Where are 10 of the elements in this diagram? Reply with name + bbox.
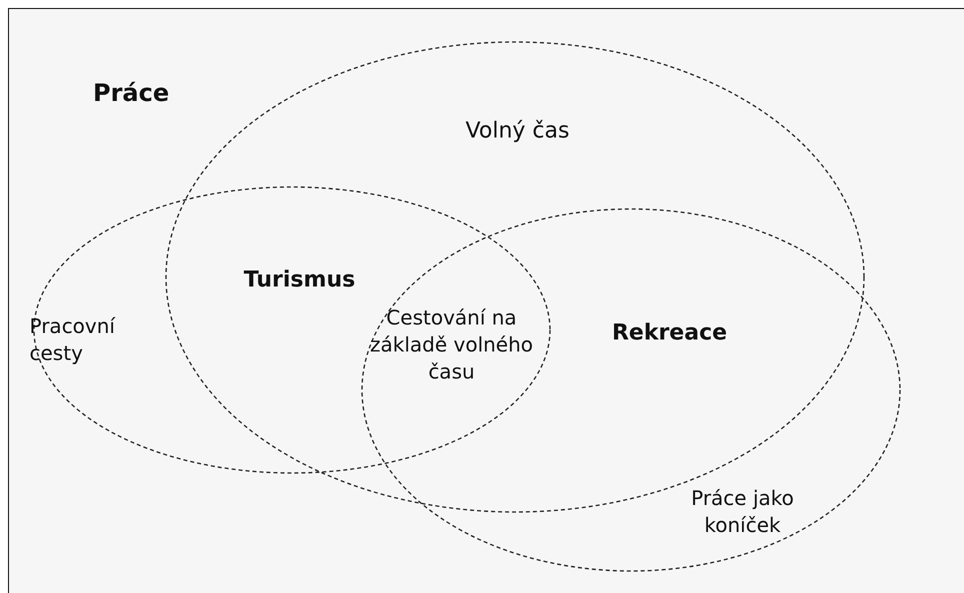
frame-title: Práce [93,79,170,107]
set-label: Volný čas [466,118,570,143]
region-label: Cestování na základě volného času [368,304,534,385]
set-ellipse [360,206,902,572]
frame-box [8,8,964,593]
region-label: Práce jako koníček [690,484,795,538]
set-label: Rekreace [612,320,728,345]
set-ellipse [32,184,552,474]
set-label: Turismus [244,267,356,292]
region-label: Pracovní cesty [30,312,116,366]
